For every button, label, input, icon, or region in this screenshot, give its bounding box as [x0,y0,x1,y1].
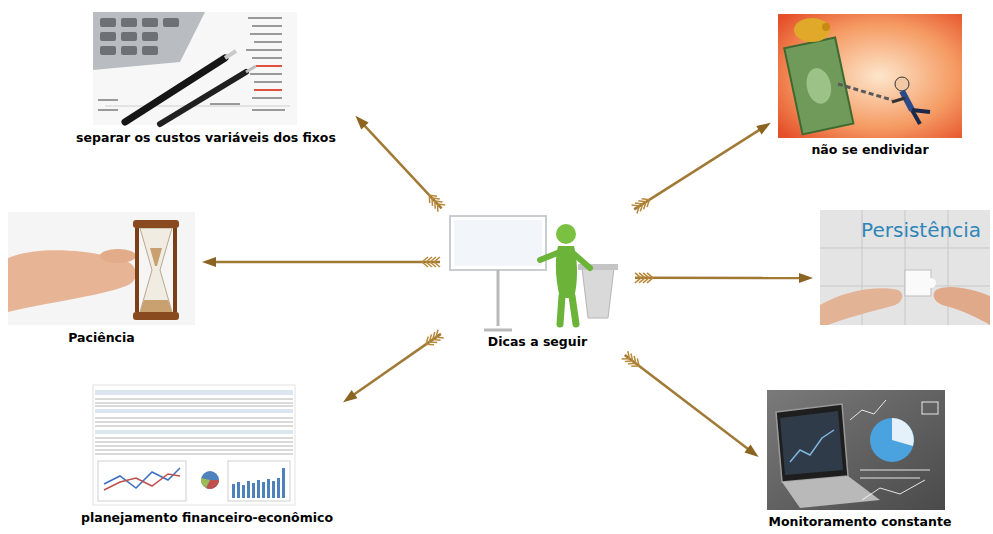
tip-node: Persistência [818,210,991,326]
debt-picture [778,14,962,138]
tip-caption: Paciência [68,330,134,346]
calculator-picture [93,12,297,125]
tip-node: Dicas a seguir [445,212,630,352]
laptop-picture [767,390,945,510]
tip-node: Monitoramento constante [763,388,958,532]
hourglass-picture [8,212,195,325]
arrow-connector [343,330,444,402]
tip-caption: não se endividar [811,142,928,158]
puzzle-picture [820,210,990,325]
arrow-connector [632,123,771,214]
presenter-figure [450,216,618,330]
arrow-connector [202,257,440,267]
spreadsheet-picture [93,385,295,505]
tip-caption: separar os custos variáveis dos fixos [76,130,336,146]
tip-node: Paciência [6,210,197,348]
tip-node: separar os custos variáveis dos fixos [60,10,352,148]
tip-caption: Dicas a seguir [488,334,587,350]
picture-title: Persistência [861,212,987,242]
arrow-connector [355,116,445,212]
arrow-connector [635,273,813,283]
tip-node: planejamento financeiro-econômico [75,383,339,528]
arrow-connector [622,351,759,457]
tip-node: não se endividar [775,12,965,160]
tip-caption: planejamento financeiro-econômico [81,510,333,526]
tip-caption: Monitoramento constante [769,514,952,530]
